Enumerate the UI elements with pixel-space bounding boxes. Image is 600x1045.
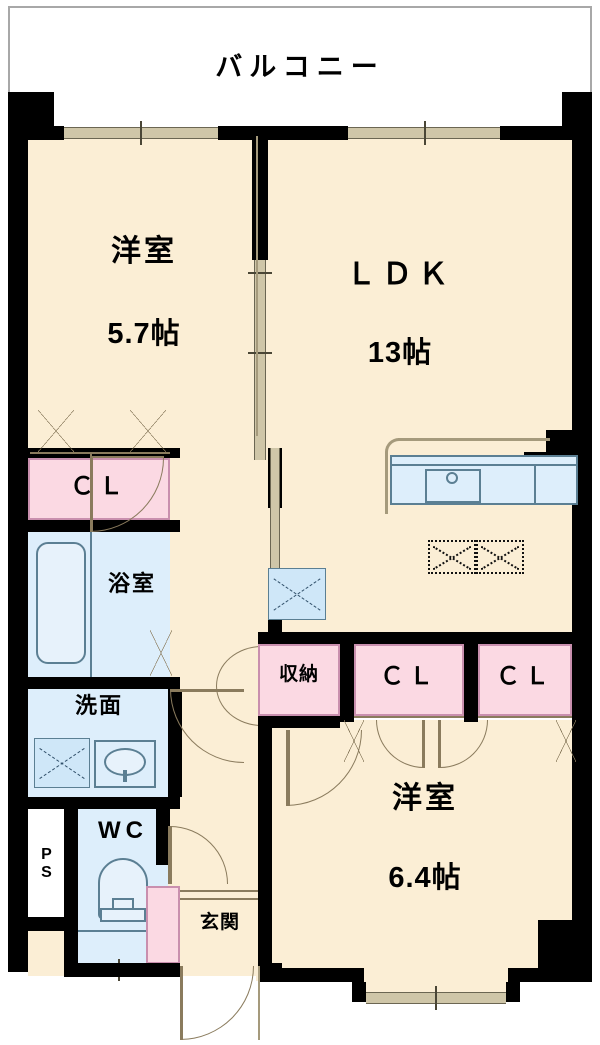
wall-storage-cl-left: [340, 632, 354, 722]
wall-ps-right: [64, 809, 78, 977]
wall-bath-wash: [28, 677, 180, 689]
entrance-shoe-closet: [146, 886, 180, 964]
wall-wash-ps: [28, 797, 180, 809]
hall-utility-box: [268, 568, 326, 620]
front-door-arc: [180, 966, 254, 1040]
wall-cl-cl: [464, 632, 478, 722]
toilet-seat-notch: [112, 898, 134, 910]
balcony-label: バルコニー: [215, 52, 385, 82]
balcony-floor: [10, 8, 590, 118]
washer-space: [34, 738, 90, 788]
bathtub: [36, 542, 86, 664]
wall-ps-bottom: [28, 917, 64, 931]
bed2-door-leaf: [286, 730, 290, 806]
kitchen-counter: [390, 455, 578, 505]
entrance-label: 玄関: [199, 912, 240, 933]
bed1-door-head: [90, 456, 164, 458]
entrance-step-line2: [180, 898, 260, 900]
cl-left-fold-a2: [344, 720, 364, 762]
kitchen-counter-edge-top: [398, 438, 550, 441]
entrance-guide-line: [258, 966, 260, 1040]
partition-tick-bottom: [248, 352, 272, 354]
stove-area-left: [428, 540, 476, 574]
hall-ldk-door[interactable]: [270, 448, 280, 624]
ldk-name-label: ＬＤＫ: [346, 258, 454, 291]
kitchen-counter-backsplash: [390, 464, 578, 466]
kitchen-counter-corner: [385, 438, 401, 454]
storage-hall-label: 収納: [278, 664, 319, 685]
wall-bay-left: [352, 982, 366, 1002]
cl-left-door-line: [354, 716, 464, 718]
cl-left-fold-leaf: [422, 720, 425, 768]
ldk-size-label: 13帖: [367, 337, 433, 369]
ps-label: PS: [37, 846, 55, 882]
partition-tick-top: [248, 272, 272, 274]
wall-entrance-bottom-left: [78, 963, 180, 977]
bed1-floor: [28, 136, 260, 456]
window-left-tick: [140, 121, 142, 145]
cl-right-fold-b2: [556, 720, 576, 762]
kitchen-wall-notch: [546, 430, 572, 452]
wc-door-leaf: [168, 826, 172, 884]
bed2-name-label: 洋室: [392, 782, 458, 815]
bed1-door-leaf: [90, 458, 93, 532]
hall-guide-line-1: [256, 136, 258, 436]
bed1-name-label: 洋室: [111, 235, 177, 268]
washroom-door-leaf: [170, 689, 244, 692]
vanity-faucet: [123, 770, 127, 782]
cl-bed1-fold-left-tri2: [38, 410, 74, 452]
bed1-size-label: 5.7帖: [107, 318, 181, 350]
wall-top-left-return: [28, 126, 64, 140]
wall-hall-bed2: [258, 728, 272, 982]
wall-right-exterior: [572, 92, 592, 982]
kitchen-sink: [425, 469, 481, 503]
wall-storage-row-top: [258, 632, 592, 644]
wall-bay-right: [506, 982, 520, 1002]
cl-right-door-line: [478, 716, 572, 718]
cl-left-fill: [354, 644, 464, 716]
bath-door-fold2: [150, 630, 172, 676]
ps-box: [28, 809, 64, 917]
cl-bed1-door-line: [30, 452, 170, 454]
cl-right-fill: [478, 644, 572, 716]
wall-bottom-left-seg: [258, 968, 364, 982]
wc-label: WC: [98, 817, 148, 844]
wall-top-center-pier: [218, 126, 348, 140]
cl-right-fold-leaf: [438, 720, 441, 768]
ldk-floor: [260, 136, 572, 641]
bath-divider: [90, 532, 92, 677]
cl-left-label: ＣＬ: [380, 663, 438, 690]
vanity-unit: [94, 740, 156, 788]
wall-left-exterior: [8, 92, 28, 972]
wc-floor-line: [78, 930, 168, 932]
wall-bottom-right-seg: [508, 968, 592, 982]
wall-top-right-return: [500, 126, 572, 140]
window-right-tick: [424, 121, 426, 145]
washroom-label: 洗面: [74, 693, 123, 718]
bed2-size-label: 6.4帖: [388, 862, 462, 894]
kitchen-counter-edge-left: [385, 452, 388, 514]
stove-area-right: [476, 540, 524, 574]
bed2-window-tick: [435, 986, 437, 1010]
kitchen-counter-divider: [534, 464, 536, 505]
entrance-step-line: [180, 890, 260, 892]
cl-bed1-fold-right-tri2: [130, 410, 166, 452]
wall-storage-row-bottom-left: [258, 716, 340, 728]
kitchen-faucet-icon: [446, 472, 458, 484]
cl-right-label: ＣＬ: [496, 663, 554, 690]
bath-label: 浴室: [107, 571, 156, 596]
toilet-tank: [100, 908, 146, 922]
storage-hall-fill: [258, 644, 340, 716]
wall-wc-right: [156, 809, 170, 865]
